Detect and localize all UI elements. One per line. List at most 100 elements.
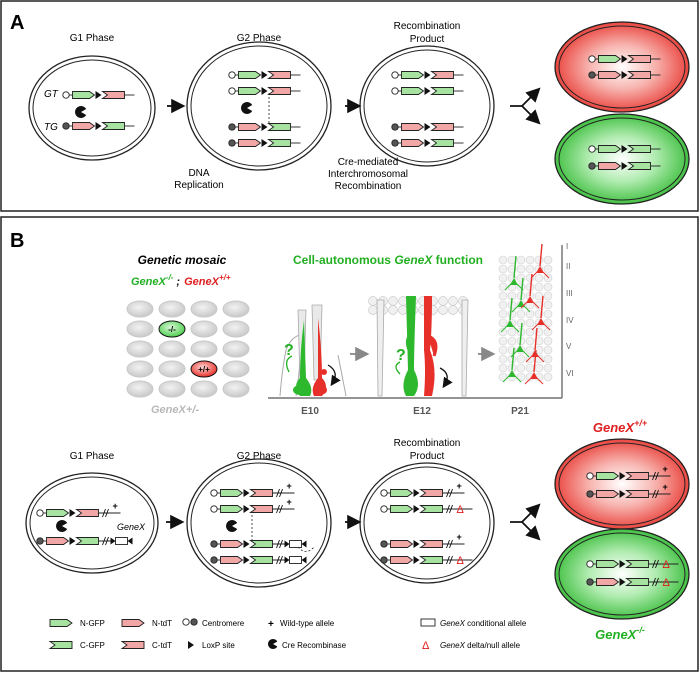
legend-c-gfp: C-GFP [80,641,105,650]
chromosome: + [380,532,465,549]
e12-question-mark: ? [396,347,406,364]
chromosome: Δ [380,504,473,516]
legend-loxp: LoxP site [202,641,235,650]
chromosome: + [586,464,671,481]
e10-question-mark: ? [284,342,294,359]
layer-label: II [566,262,570,271]
split-arrow-a [510,87,541,125]
mosaic-cell [158,340,186,358]
mosaic-cell [126,300,154,318]
wild-type-plus: + [113,501,118,511]
mosaic-cell [222,360,250,378]
mosaic-cell [158,380,186,398]
mosaic-cell-pos [190,360,218,378]
stage-label: E12 [413,406,431,417]
function-title: Cell-autonomous GeneX function [293,253,483,267]
panel-b-result-green-cell: ΔΔ [554,528,690,620]
layer-label: III [566,289,573,298]
panel-b-result-red-cell: ++ [554,438,690,530]
chromosome [588,162,661,170]
chromosome [391,71,464,79]
chromosome [210,539,307,549]
mosaic-cell [158,300,186,318]
panel-a-rec-cell [359,45,495,167]
panel-b: B Genetic mosaic GeneX-/-;GeneX+/+ -/-+/… [0,216,699,672]
mosaic-separator: ; [176,276,180,288]
panel-a-rec-title-1: Recombination [394,21,461,32]
split-arrow-b [510,503,541,541]
chromosome: + [36,501,121,518]
chromosome [588,55,661,63]
panel-b-genex-label: GeneX [117,522,146,532]
mosaic-cell [126,380,154,398]
function-title-gene: GeneX [394,253,433,267]
panel-b-rec-title-1: Recombination [394,438,461,449]
layer-label: V [566,342,572,351]
chromosome: + [210,497,295,514]
mosaic-cell [126,340,154,358]
panel-a-g2-title: G2 Phase [237,33,282,44]
layer-label: I [566,242,568,251]
panel-a-g1-cell: GT TG [28,55,156,161]
result-pos-base: GeneX [593,420,636,435]
stage-e10-drawing: ? [279,304,347,397]
mosaic-cell [222,320,250,338]
result-neg-base: GeneX [595,627,638,642]
stage-e12-drawing: ? [368,296,469,397]
mosaic-cell [190,340,218,358]
legend-centromere: Centromere [202,619,245,628]
result-pos-sup: +/+ [634,418,648,428]
mosaic-genotype-pos: GeneX [184,276,220,288]
panel-b-letter: B [10,230,24,252]
mosaic-cell [190,320,218,338]
wild-type-plus: + [457,532,462,542]
chromosome [391,123,464,131]
legend-c-tdt: C-tdT [152,641,172,650]
legend-n-gfp: N-GFP [80,619,105,628]
panel-b-rec-title-2: Product [410,451,445,462]
legend-plus-symbol: + [268,619,274,630]
mosaic-cell [190,380,218,398]
legend-n-tdt: N-tdT [152,619,172,628]
chromosome: Δ [380,555,473,567]
panel-b-g2-title: G2 Phase [237,451,282,462]
chromosome: Δ [586,577,679,589]
function-title-post: function [432,253,483,267]
delta-symbol: Δ [457,555,465,567]
panel-a: A G1 Phase G2 Phase Recombination Produc… [0,0,699,212]
result-neg-sup: -/- [636,625,645,635]
chromosome [228,87,301,95]
chromosome [228,139,301,147]
mosaic-background-genotype: GeneX+/- [151,404,199,416]
layer-label: IV [566,316,574,325]
mosaic-cell [126,320,154,338]
mosaic-genotype-neg-sup: -/- [166,273,174,282]
panel-a-gt-label: GT [44,89,59,100]
wild-type-plus: + [663,464,668,474]
panel-a-tg-label: TG [44,122,58,133]
panel-b-g1-title: G1 Phase [70,451,115,462]
chromosome [391,87,464,95]
panel-b-g1-cell: GeneX + [25,472,159,574]
delta-symbol: Δ [663,559,671,571]
legend-conditional: GeneX conditional allele [440,619,527,628]
wild-type-plus: + [663,482,668,492]
delta-symbol: Δ [457,504,465,516]
chromosome [62,91,135,99]
legend-delta: GeneX delta/null allele [440,641,521,650]
panel-b-rec-cell: +Δ+Δ [359,462,495,584]
result-neg-genotype: GeneX-/- [595,625,645,642]
mosaic-genotype-pos-sup: +/+ [219,273,231,282]
wild-type-plus: + [287,481,292,491]
mosaic-cell [126,360,154,378]
chromosome: + [586,482,671,499]
mosaic-cell [222,380,250,398]
delta-symbol: Δ [663,577,671,589]
cell-pos-label: +/+ [198,365,210,374]
panel-a-g1-title: G1 Phase [70,33,115,44]
panel-a-cre-2: Interchromosomal [328,169,408,180]
